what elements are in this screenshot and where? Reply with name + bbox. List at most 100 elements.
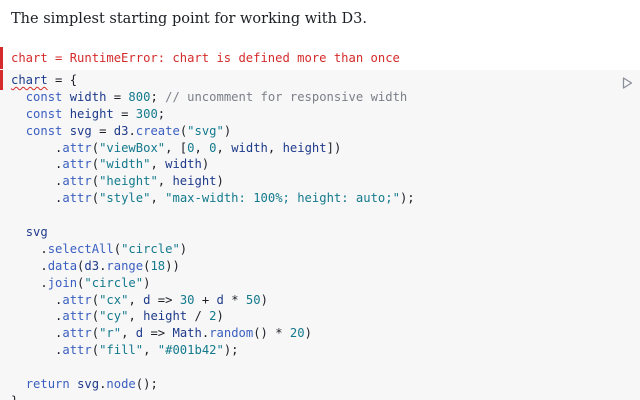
code-token: Math [172,326,202,341]
code-token: range [106,258,144,273]
code-token [11,107,26,121]
code-token: (); [135,377,158,392]
code-token [11,225,26,239]
code-line: .attr("cx", d => 30 + d * 50) [11,292,415,309]
code-token: // uncomment for responsive width [165,89,408,104]
code-token: ( [143,258,151,273]
code-token: )) [165,258,180,273]
code-token: ); [223,343,239,358]
code-token: svg [77,377,100,392]
code-token: , [216,140,232,155]
code-token: => [150,292,180,307]
code-token: , [267,140,283,155]
code-token: ( [91,157,100,172]
code-token: 18 [150,258,166,273]
code-token: d [135,326,144,341]
code-token: = { [47,73,78,87]
code-token: , [128,292,144,307]
code-line [11,207,415,224]
code-token: 50 [245,292,261,307]
code-line: .attr("style", "max-width: 100%; height:… [11,190,415,207]
code-token: width [231,140,268,155]
code-line: .attr("r", d => Math.random() * 20) [11,325,415,342]
code-token: ) [216,174,224,189]
code-token: / [187,309,210,324]
code-token: ( [91,140,100,155]
code-token: . [128,123,136,138]
error-indicator-bar [0,47,3,69]
code-token: ( [113,241,122,256]
code-token: ; [150,89,166,104]
code-line: .data(d3.range(18)) [11,258,415,275]
code-token: svg [25,225,48,240]
code-line: .attr("width", width) [11,156,415,173]
code-token: width [165,157,202,172]
code-token: "viewBox" [99,140,166,155]
code-token: 20 [289,326,305,341]
code-token: . [99,377,107,392]
code-token: . [11,309,63,324]
code-token: ( [91,326,100,341]
code-token: svg [69,123,92,138]
code-token: = [91,123,114,138]
code-token: ( [91,343,100,358]
intro-paragraph: The simplest starting point for working … [11,11,368,27]
code-token: width [69,89,107,104]
code-line: const width = 800; // uncomment for resp… [11,89,415,106]
code-token: "circle" [121,241,180,256]
code-token: join [47,275,78,290]
code-token [11,377,26,391]
run-cell-button[interactable] [620,76,634,90]
code-token: . [11,140,63,155]
code-token: "style" [99,191,151,206]
code-token: "max-width: 100%; height: auto;" [165,191,400,206]
code-line: return svg.node(); [11,376,415,393]
code-line: .join("circle") [11,275,415,292]
code-line [11,359,415,376]
code-token: attr [62,292,92,307]
code-token [11,90,26,104]
code-token: "fill" [99,343,144,358]
code-token [62,107,69,121]
code-token: ) [201,157,210,172]
code-token: . [11,343,63,358]
code-token: ( [91,309,100,324]
code-token: , [121,326,136,341]
code-token: attr [62,309,92,324]
code-token: attr [62,174,92,189]
code-line: .attr("cy", height / 2) [11,308,415,325]
code-editor[interactable] [0,70,640,400]
code-token: data [47,258,78,273]
code-token: 0 [209,140,217,155]
code-token: + [194,292,217,307]
code-token: attr [62,191,92,206]
code-token: 0 [187,140,195,155]
code-token: ) [143,275,151,290]
code-token: d [216,292,224,307]
code-token: chart [11,73,48,87]
code-token: . [11,157,63,172]
code-token: } [11,394,18,400]
code-block[interactable]: chart = { const width = 800; // uncommen… [11,72,415,400]
code-token: attr [62,343,92,358]
code-token: 800 [128,89,151,104]
code-token: , [143,343,158,358]
code-token: selectAll [47,241,114,256]
code-token: () * [253,326,290,341]
code-token: height [143,309,188,324]
code-token: return [25,377,70,392]
cell-error-marker [0,70,3,90]
code-token: ) [216,309,224,324]
code-token: ( [91,174,100,189]
code-token: . [11,326,63,341]
code-token: node [106,377,136,392]
code-token: ) [304,326,312,341]
code-token: ; [157,106,166,121]
code-token: ( [77,275,85,290]
code-token: attr [62,157,92,172]
code-token: , [128,309,144,324]
code-token: "r" [99,326,122,341]
code-line: svg [11,224,415,241]
code-token: . [11,275,48,290]
code-token: , [ [165,140,188,155]
